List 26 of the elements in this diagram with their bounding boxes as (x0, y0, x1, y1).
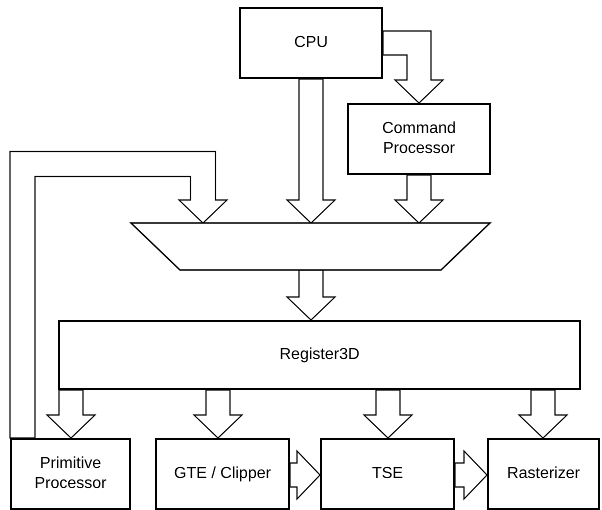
block-arrow (192, 389, 244, 439)
multiplexer-shape (131, 223, 490, 270)
node-label: Command Processor (381, 119, 457, 159)
node-label: CPU (294, 33, 328, 53)
node-label: Primitive Processor (33, 454, 108, 494)
block-arrow (286, 269, 336, 321)
block-arrow (518, 389, 568, 439)
processor-box (347, 103, 491, 175)
block-arrow (9, 150, 228, 439)
block-arrow (362, 389, 414, 439)
block-arrow (46, 389, 96, 439)
block-arrow (394, 174, 444, 224)
node-label: Rasterizer (507, 464, 580, 484)
block-arrow (454, 450, 488, 500)
register-box (58, 320, 581, 390)
processor-box (155, 438, 290, 510)
processor-box (487, 438, 600, 510)
processor-box (320, 438, 455, 510)
processor-box (10, 438, 131, 510)
block-arrow (286, 78, 336, 224)
node-label: GTE / Clipper (174, 464, 271, 484)
processor-box (239, 7, 383, 79)
block-arrow (382, 30, 444, 104)
node-label: TSE (372, 464, 404, 484)
node-label: Register3D (279, 345, 360, 365)
block-arrow (289, 450, 321, 500)
